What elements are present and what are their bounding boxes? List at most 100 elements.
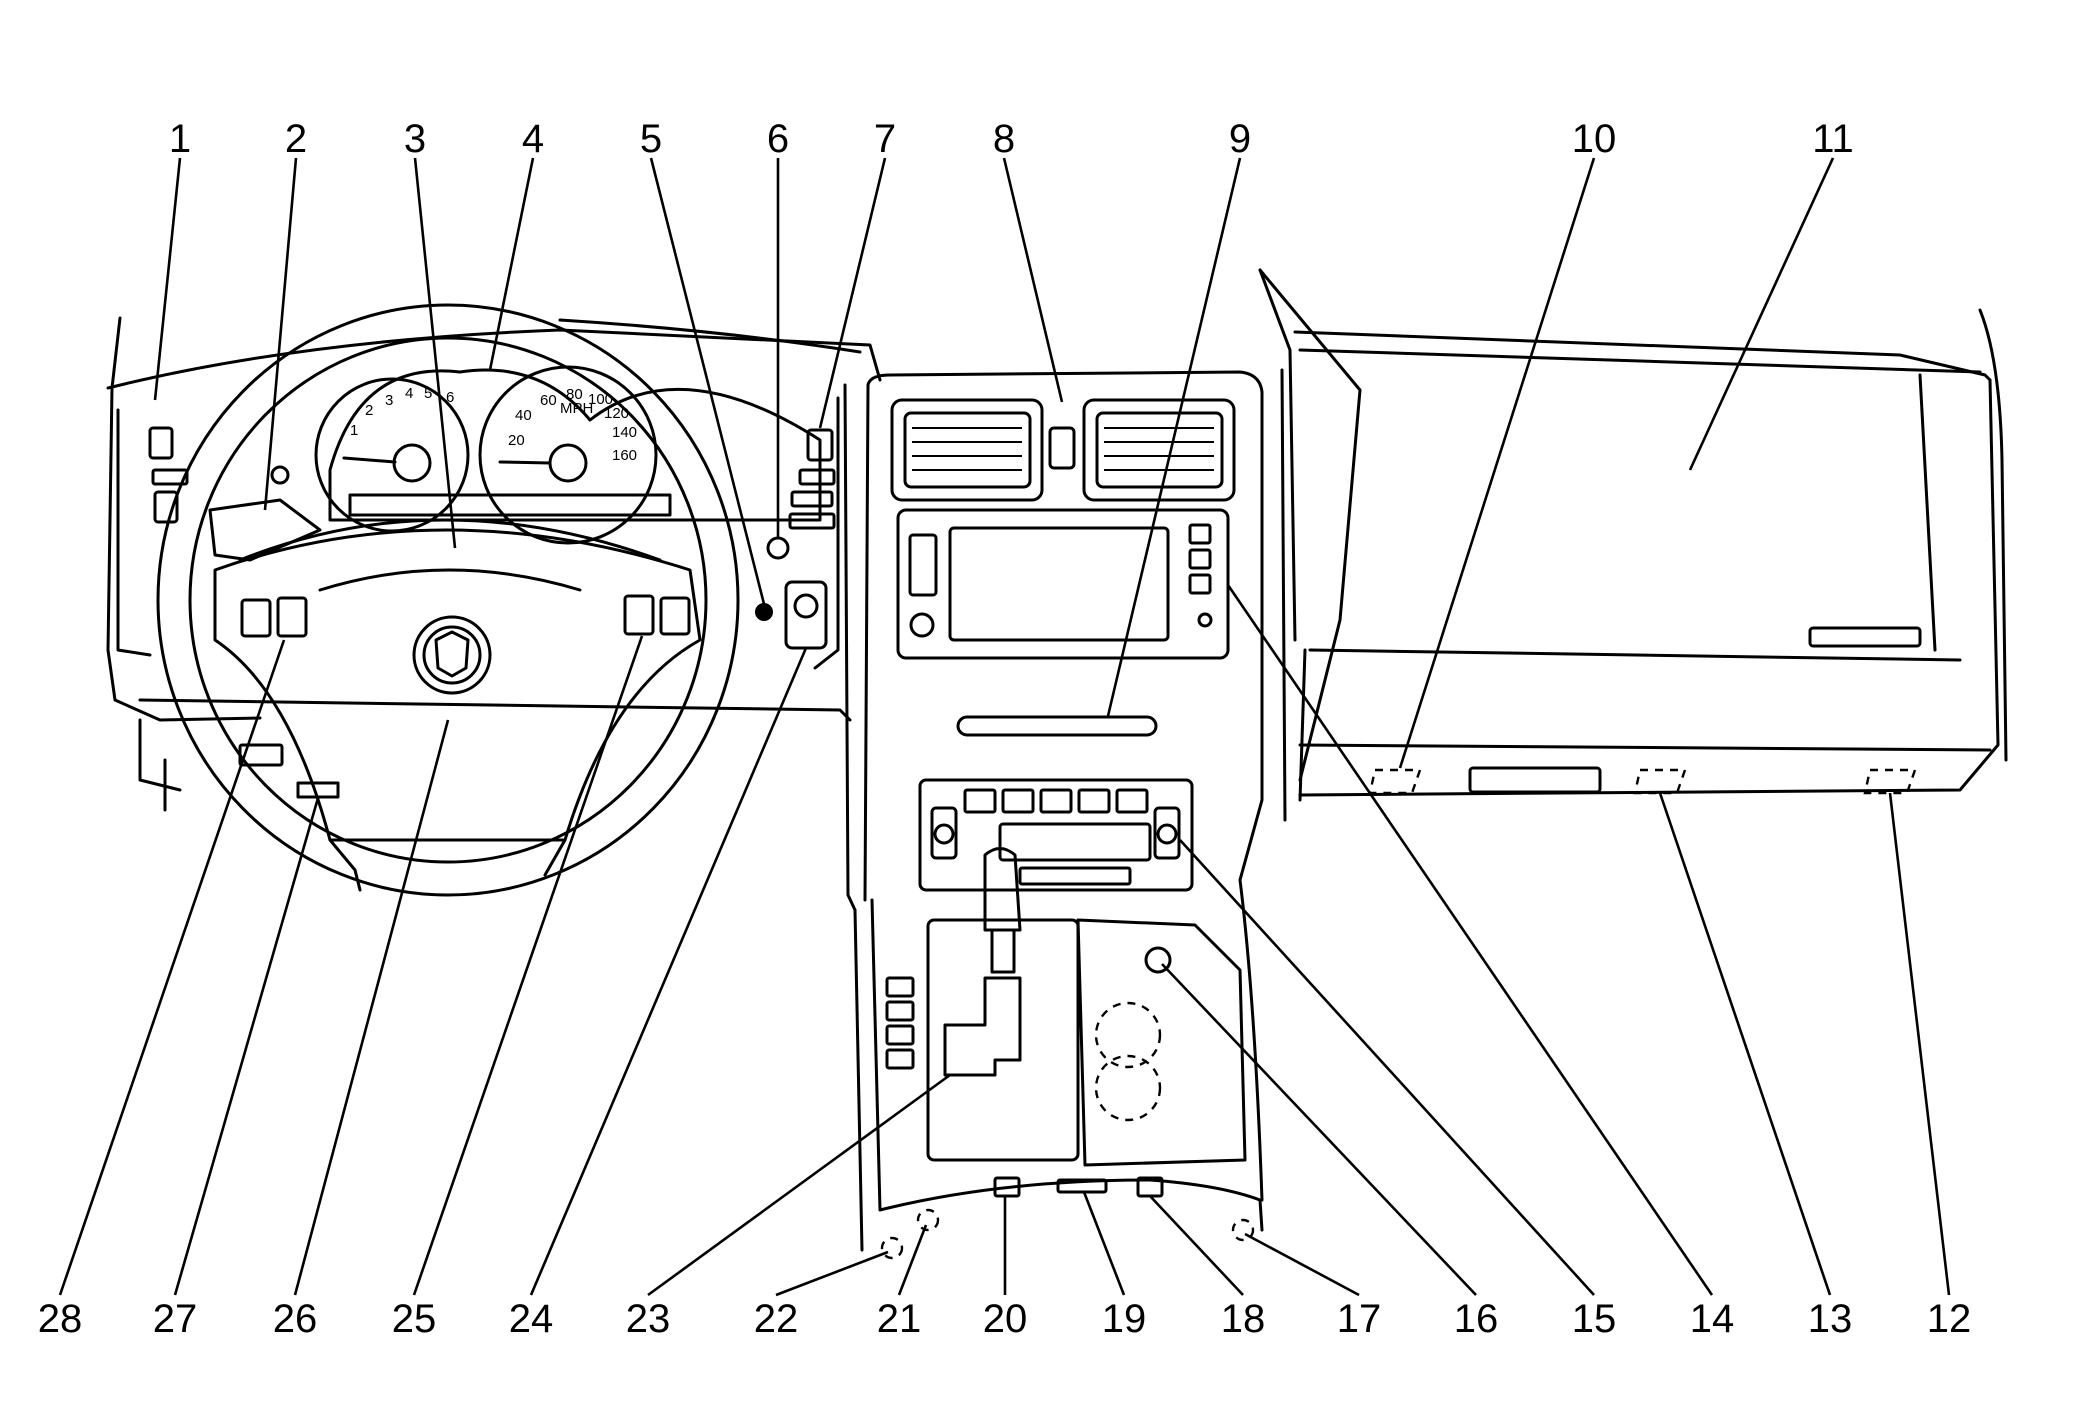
cluster-knob xyxy=(270,465,290,485)
cd-slot xyxy=(956,715,1158,737)
callout-7: 7 xyxy=(874,117,896,161)
outlet-21 xyxy=(916,1208,940,1232)
callouts-bottom: 28 27 26 25 24 23 22 21 20 19 18 17 16 1… xyxy=(38,1297,1972,1341)
cadillac-emblem xyxy=(412,615,492,695)
vent-opening-10 xyxy=(1368,768,1422,795)
lid-release-button xyxy=(1144,946,1172,974)
steering-wheel xyxy=(156,303,740,897)
speedo-num-60: 60 xyxy=(540,392,557,409)
radio-knob xyxy=(909,612,935,638)
callout-1: 1 xyxy=(169,117,191,161)
tach-num-6: 6 xyxy=(446,389,454,406)
speedo-num-40: 40 xyxy=(515,407,532,424)
ignition-switch xyxy=(784,580,828,650)
speedo-num-80: 80 xyxy=(566,386,583,403)
callout-26: 26 xyxy=(273,1297,318,1341)
speedo-num-160: 160 xyxy=(612,447,637,464)
callout-15: 15 xyxy=(1572,1297,1617,1341)
callout-9: 9 xyxy=(1229,117,1251,161)
shift-lever xyxy=(990,928,1016,974)
steering-hub xyxy=(213,528,702,842)
right-center-vent xyxy=(1082,398,1236,502)
vent-opening-12 xyxy=(1863,768,1917,795)
cluster-display-strip xyxy=(348,493,672,517)
callout-6: 6 xyxy=(767,117,789,161)
left-switch-lower xyxy=(153,490,179,524)
console-button-4 xyxy=(885,1048,915,1070)
callout-19: 19 xyxy=(1102,1297,1147,1341)
callout-23: 23 xyxy=(626,1297,671,1341)
cupholder-2 xyxy=(1094,1054,1162,1122)
callout-27: 27 xyxy=(153,1297,198,1341)
right-switch-strip-1 xyxy=(798,468,836,486)
left-switch-mid xyxy=(151,468,189,486)
dashboard-body xyxy=(106,268,2008,812)
climate-control-panel xyxy=(918,778,1194,892)
hood-release-dot xyxy=(755,603,773,621)
callouts-top: 1 2 3 4 5 6 7 8 9 10 11 xyxy=(169,117,1854,161)
left-center-vent xyxy=(890,398,1044,502)
tach-num-5: 5 xyxy=(424,385,432,402)
callout-25: 25 xyxy=(392,1297,437,1341)
console-button-3 xyxy=(885,1024,915,1046)
right-spoke-button-1 xyxy=(623,594,655,636)
callout-20: 20 xyxy=(983,1297,1028,1341)
navigation-screen xyxy=(948,526,1170,642)
right-switch-strip-2 xyxy=(790,490,834,508)
tach-num-4: 4 xyxy=(405,385,413,402)
speedometer-hub xyxy=(548,443,588,483)
climate-left-knob xyxy=(933,823,955,845)
tach-num-1: 1 xyxy=(350,422,358,439)
callout-22: 22 xyxy=(754,1297,799,1341)
vent-opening-13 xyxy=(1633,768,1687,795)
leader-lines xyxy=(58,157,1951,1297)
speedo-num-140: 140 xyxy=(612,424,637,441)
callout-16: 16 xyxy=(1454,1297,1499,1341)
center-stack xyxy=(843,368,1287,912)
callout-11: 11 xyxy=(1812,117,1854,161)
speedo-unit: MPH xyxy=(560,400,593,417)
callout-14: 14 xyxy=(1690,1297,1735,1341)
ignition-key-slot-icon xyxy=(793,593,819,619)
auxiliary-outlet-19 xyxy=(1056,1178,1108,1194)
climate-right-knob xyxy=(1156,823,1178,845)
callout-12: 12 xyxy=(1927,1297,1972,1341)
speedo-num-120: 120 xyxy=(604,405,629,422)
center-console xyxy=(853,847,1264,1260)
callout-8: 8 xyxy=(993,117,1015,161)
outlet-22 xyxy=(880,1236,904,1260)
callout-13: 13 xyxy=(1808,1297,1853,1341)
glovebox-handle xyxy=(1808,626,1922,648)
callout-18: 18 xyxy=(1221,1297,1266,1341)
lamp-knob xyxy=(766,536,790,560)
callout-17: 17 xyxy=(1337,1297,1382,1341)
right-spoke-button-2 xyxy=(659,596,691,636)
outlet-17 xyxy=(1231,1218,1255,1242)
left-spoke-button-2 xyxy=(276,596,308,638)
console-button-1 xyxy=(885,976,915,998)
callout-2: 2 xyxy=(285,117,307,161)
cupholder-lid xyxy=(1076,918,1247,1167)
callout-4: 4 xyxy=(522,117,544,161)
callout-21: 21 xyxy=(877,1297,922,1341)
knee-panel-slot xyxy=(1468,766,1602,794)
column-switch xyxy=(238,743,284,767)
callout-3: 3 xyxy=(404,117,426,161)
left-spoke-button-1 xyxy=(240,598,272,638)
shift-gate xyxy=(943,976,1022,1077)
console-button-2 xyxy=(885,1000,915,1022)
hazard-switch xyxy=(1048,426,1076,470)
callout-28: 28 xyxy=(38,1297,83,1341)
tach-num-3: 3 xyxy=(385,392,393,409)
shift-knob xyxy=(983,847,1022,932)
turn-signal-lever xyxy=(208,498,322,562)
left-switch-upper xyxy=(148,426,174,460)
rear-switch-20 xyxy=(993,1176,1021,1198)
radio-navigation-unit xyxy=(896,508,1230,660)
cupholder-1 xyxy=(1094,1001,1162,1069)
callout-24: 24 xyxy=(509,1297,554,1341)
speedo-num-20: 20 xyxy=(508,432,525,449)
tachometer-hub xyxy=(392,443,432,483)
